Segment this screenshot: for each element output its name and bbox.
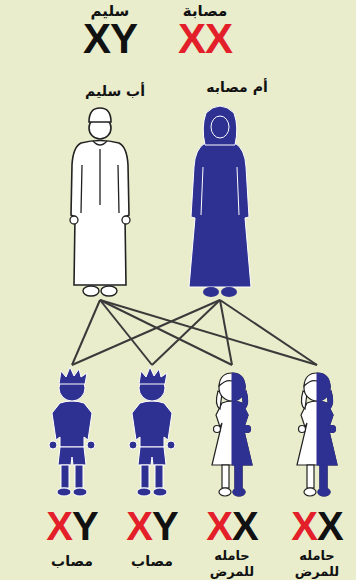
parent-node: مصابةXXأم مصابه	[175, 105, 265, 300]
status-label: مصاب	[37, 553, 107, 570]
genotype-label: XY	[87, 507, 217, 545]
child-node: XXحامله للمرض	[287, 365, 347, 500]
status-label: سليم	[45, 2, 175, 20]
daughter-figure	[202, 365, 262, 500]
inheritance-line	[220, 300, 317, 365]
genotype-label: XY	[45, 19, 175, 59]
parent-label: أم مصابه	[172, 79, 302, 96]
child-node: XXحامله للمرض	[202, 365, 262, 500]
parent-label: أب سليم	[50, 83, 180, 100]
son-figure	[122, 365, 182, 500]
child-node: XYمصاب	[122, 365, 182, 500]
daughter-figure	[287, 365, 347, 500]
inheritance-line	[220, 300, 232, 365]
status-label: مصابة	[140, 2, 270, 20]
status-label: مصاب	[117, 553, 187, 570]
mother-figure	[175, 105, 265, 300]
inheritance-line	[100, 300, 232, 365]
inheritance-line	[72, 300, 220, 365]
son-figure	[42, 365, 102, 500]
genotype-label: XX	[252, 507, 356, 545]
parent-node: سليمXYأب سليم	[55, 105, 145, 300]
status-label: حامله للمرض	[206, 548, 258, 580]
inheritance-line	[100, 300, 317, 365]
genotype-label: XX	[167, 507, 297, 545]
genotype-label: XY	[7, 507, 137, 545]
father-figure	[55, 105, 145, 300]
status-label: حامله للمرض	[291, 548, 343, 580]
genotype-label: XX	[140, 19, 270, 59]
inheritance-line	[152, 300, 220, 365]
child-node: XYمصاب	[42, 365, 102, 500]
